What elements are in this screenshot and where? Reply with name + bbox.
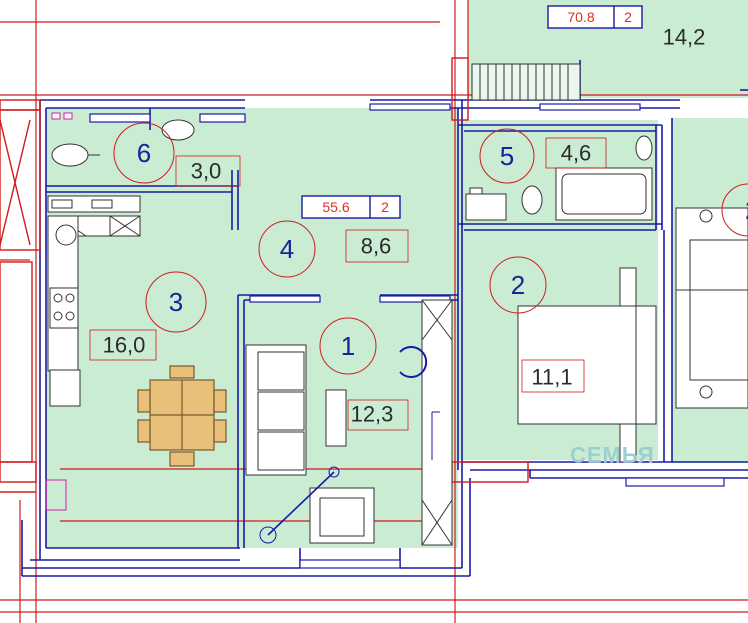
room-labels: 1 12,3 2 11,1 3 16,0 4 8,6 5 4,6 6 3,0 2 <box>89 122 748 431</box>
wall-fragments <box>0 57 529 493</box>
room-6-area: 3,0 <box>191 159 222 184</box>
neighbor-summary-box <box>547 5 643 29</box>
neighbor-room-area: 14,2 <box>663 25 706 50</box>
bathroom-5-fixtures <box>465 135 653 221</box>
room-1-number: 1 <box>341 331 355 361</box>
sink-icon <box>161 119 195 141</box>
windows <box>89 103 725 569</box>
dining-table <box>137 365 227 467</box>
apartment-rooms-count: 2 <box>381 199 389 215</box>
room-2-area: 11,1 <box>531 365 572 390</box>
sink-icon <box>635 135 653 161</box>
apartment-summary: 55.6 2 <box>301 195 401 219</box>
room-2-number: 2 <box>511 270 525 300</box>
room-4-area: 8,6 <box>361 234 392 259</box>
stove-icon <box>49 287 79 329</box>
apartment-summary-box <box>301 195 401 219</box>
room-4-number: 4 <box>280 234 294 264</box>
bathroom-6-fixtures <box>51 112 195 167</box>
meter-box <box>45 479 67 511</box>
kitchen-fixtures <box>47 195 141 407</box>
room-1-circle <box>319 317 377 375</box>
room-3-number: 3 <box>169 287 183 317</box>
apartment-total-area: 55.6 <box>322 199 349 215</box>
neighbor-total-area: 70.8 <box>567 9 594 25</box>
balcony-radiator <box>471 63 581 101</box>
living-room-furniture <box>245 299 453 546</box>
wardrobe-icon <box>421 299 453 546</box>
room-6-circle <box>113 122 175 184</box>
washing-machine-icon <box>465 193 507 221</box>
room-5-number: 5 <box>500 141 514 171</box>
neighbor-summary: 70.8 2 14,2 <box>547 5 706 50</box>
room-1-area: 12,3 <box>351 402 394 427</box>
main-floor <box>46 108 458 548</box>
room-2-circle <box>489 256 547 314</box>
room-6-number: 6 <box>137 138 151 168</box>
room-5-area: 4,6 <box>561 141 592 166</box>
room-5-circle <box>479 128 535 184</box>
room-3-area: 16,0 <box>103 333 146 358</box>
bedroom-furniture <box>517 267 657 463</box>
neighbor-room-number: 2 <box>745 195 748 225</box>
room-3-circle <box>145 271 207 333</box>
bed-icon <box>517 305 637 425</box>
toilet-icon <box>521 185 543 215</box>
neighbor-room-circle <box>721 183 748 237</box>
neighbor-rooms-count: 2 <box>624 9 632 25</box>
sink-icon <box>55 224 77 246</box>
neighbor-furniture <box>675 207 748 409</box>
toilet-icon <box>51 143 89 167</box>
room-4-circle <box>258 220 316 278</box>
watermark: СЕМЬЯ <box>570 443 655 468</box>
